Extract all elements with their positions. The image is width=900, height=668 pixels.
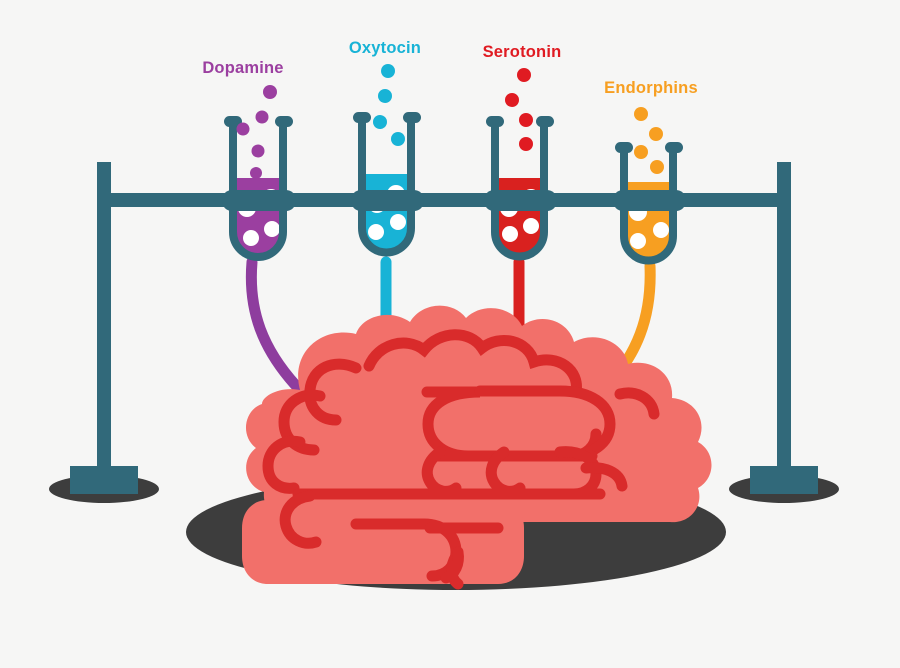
rising-bubble — [378, 89, 392, 103]
serotonin-tube-glass — [491, 122, 548, 261]
rising-bubble — [255, 110, 269, 124]
left-pole — [97, 162, 111, 477]
liquid-bubble — [502, 226, 518, 242]
brain-folds — [262, 329, 660, 590]
liquid-bubble — [243, 230, 259, 246]
tube-lip-right — [665, 142, 683, 153]
tube-clamp — [222, 190, 296, 211]
rising-bubble — [649, 127, 663, 141]
rising-bubble — [519, 137, 533, 151]
rising-bubble — [373, 115, 387, 129]
oxytocin-tube-glass — [358, 118, 415, 257]
endorphins-tube-glass — [620, 148, 677, 265]
liquid-bubble — [653, 222, 669, 238]
rising-bubble — [381, 64, 395, 78]
rising-bubble — [250, 167, 262, 179]
rising-bubble — [634, 107, 648, 121]
left-base — [70, 466, 138, 494]
test-tubes: Dopamine Oxytocin — [202, 39, 698, 272]
rising-bubble — [391, 132, 405, 146]
oxytocin-liquid — [362, 174, 411, 253]
rising-bubble — [650, 160, 664, 174]
liquid-bubble — [264, 221, 280, 237]
rising-bubble — [236, 122, 250, 136]
tube-lip-right — [403, 112, 421, 123]
brain — [242, 305, 712, 590]
label-dopamine: Dopamine — [202, 59, 283, 77]
rising-bubble — [263, 85, 277, 99]
tube-lip-right — [275, 116, 293, 127]
tube-lip-left — [224, 116, 242, 127]
tube-oxytocin[interactable]: Oxytocin — [349, 39, 424, 264]
label-serotonin: Serotonin — [483, 43, 562, 61]
liquid-bubble — [368, 224, 384, 240]
tube-dopamine[interactable]: Dopamine — [202, 59, 296, 268]
liquid-bubble — [630, 233, 646, 249]
liquid-bubble — [390, 214, 406, 230]
rising-bubble — [519, 113, 533, 127]
tube-lip-left — [353, 112, 371, 123]
dopamine-tube-glass — [229, 122, 287, 261]
tube-lip-left — [486, 116, 504, 127]
tube-endorphins[interactable]: Endorphins — [604, 79, 698, 272]
tube-lip-left — [615, 142, 633, 153]
tube-clamp — [351, 190, 424, 211]
tube-serotonin[interactable]: Serotonin — [483, 43, 562, 268]
liquid-bubble — [523, 218, 539, 234]
right-pole — [777, 162, 791, 477]
tube-clamp — [613, 190, 686, 211]
rising-bubble — [505, 93, 519, 107]
right-base — [750, 466, 818, 494]
rising-bubble — [517, 68, 531, 82]
label-oxytocin: Oxytocin — [349, 39, 421, 57]
label-endorphins: Endorphins — [604, 79, 698, 97]
tube-lip-right — [536, 116, 554, 127]
dopamine-pipe — [245, 256, 306, 396]
rising-bubble — [634, 145, 648, 159]
tube-clamp — [484, 190, 557, 211]
rising-bubble — [251, 144, 265, 158]
